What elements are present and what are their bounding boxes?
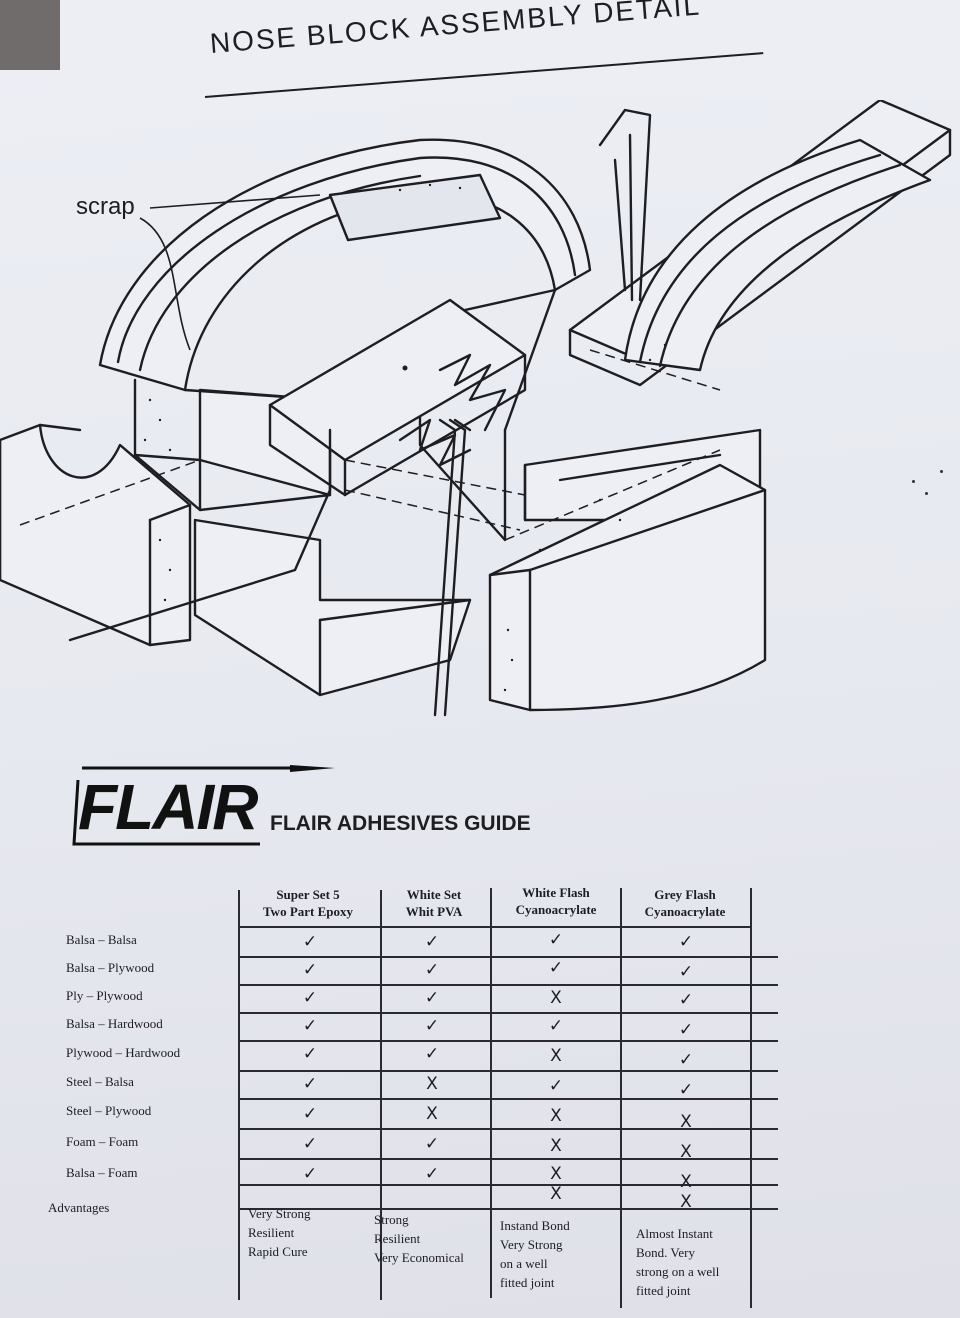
table-cell: ✓ bbox=[678, 1020, 694, 1040]
row-label: Balsa – Plywood bbox=[66, 960, 155, 975]
table-vline bbox=[238, 890, 240, 1300]
row-label: Balsa – Hardwood bbox=[66, 1016, 163, 1031]
table-cell: X bbox=[426, 1104, 438, 1124]
table-cell: X bbox=[550, 1046, 562, 1066]
paper-speck bbox=[912, 480, 915, 483]
adhesives-guide-title: FLAIR ADHESIVES GUIDE bbox=[270, 812, 531, 835]
row-label: Steel – Plywood bbox=[66, 1103, 152, 1118]
table-cell: X bbox=[426, 1074, 438, 1094]
table-cell: ✓ bbox=[302, 960, 318, 980]
table-cell: X bbox=[550, 1184, 562, 1204]
paper-sheet-top bbox=[60, 0, 960, 100]
table-cell: X bbox=[550, 988, 562, 1008]
table-cell: ✓ bbox=[424, 932, 440, 952]
table-cell: X bbox=[680, 1112, 692, 1132]
table-cell: ✓ bbox=[302, 988, 318, 1008]
table-vline bbox=[490, 888, 492, 1298]
paper-speck bbox=[940, 470, 943, 473]
table-cell: X bbox=[550, 1106, 562, 1126]
table-cell: ✓ bbox=[424, 1044, 440, 1064]
row-label: Ply – Plywood bbox=[66, 988, 143, 1003]
paper-speck bbox=[925, 492, 928, 495]
table-cell: ✓ bbox=[678, 990, 694, 1010]
table-cell: ✓ bbox=[678, 962, 694, 982]
table-hline bbox=[238, 1128, 778, 1130]
table-hline bbox=[238, 926, 750, 928]
table-hline bbox=[238, 1158, 778, 1160]
table-cell: ✓ bbox=[424, 1016, 440, 1036]
table-cell: ✓ bbox=[302, 1104, 318, 1124]
row-label: Balsa – Foam bbox=[66, 1165, 138, 1180]
table-cell: ✓ bbox=[548, 958, 564, 978]
table-cell: ✓ bbox=[678, 932, 694, 952]
row-label: Balsa – Balsa bbox=[66, 932, 137, 947]
table-hline bbox=[238, 1012, 778, 1014]
flair-logo-text: FLAIR bbox=[78, 771, 258, 843]
table-cell: X bbox=[550, 1136, 562, 1156]
table-cell: ✓ bbox=[678, 1050, 694, 1070]
table-cell: ✓ bbox=[424, 960, 440, 980]
table-cell: ✓ bbox=[302, 1044, 318, 1064]
advantages-label: Advantages bbox=[48, 1200, 110, 1215]
table-cell: ✓ bbox=[424, 988, 440, 1008]
table-cell: ✓ bbox=[548, 1016, 564, 1036]
table-cell: ✓ bbox=[302, 1016, 318, 1036]
table-hline bbox=[238, 956, 778, 958]
table-cell: ✓ bbox=[302, 1074, 318, 1094]
table-cell: ✓ bbox=[302, 1134, 318, 1154]
table-cell: ✓ bbox=[678, 1080, 694, 1100]
table-cell: ✓ bbox=[548, 930, 564, 950]
table-cell: ✓ bbox=[302, 932, 318, 952]
table-cell: ✓ bbox=[302, 1164, 318, 1184]
table-hline bbox=[238, 1070, 778, 1072]
table-cell: X bbox=[550, 1164, 562, 1184]
table-cell: X bbox=[680, 1192, 692, 1212]
table-hline bbox=[238, 1208, 778, 1210]
table-hline bbox=[238, 984, 778, 986]
table-cell: X bbox=[680, 1172, 692, 1192]
table-hline bbox=[238, 1098, 778, 1100]
row-label: Foam – Foam bbox=[66, 1134, 139, 1149]
table-cell: X bbox=[680, 1142, 692, 1162]
flair-logo bbox=[72, 765, 335, 846]
table-cell: ✓ bbox=[424, 1164, 440, 1184]
table-hline bbox=[238, 1040, 778, 1042]
table-vline bbox=[380, 890, 382, 1300]
scrap-label: scrap bbox=[76, 193, 135, 220]
table-cell: ✓ bbox=[424, 1134, 440, 1154]
table-hline bbox=[238, 1184, 778, 1186]
row-label: Plywood – Hardwood bbox=[66, 1045, 181, 1060]
nose-block-drawing bbox=[0, 100, 952, 717]
row-label: Steel – Balsa bbox=[66, 1074, 134, 1089]
table-cell: ✓ bbox=[548, 1076, 564, 1096]
